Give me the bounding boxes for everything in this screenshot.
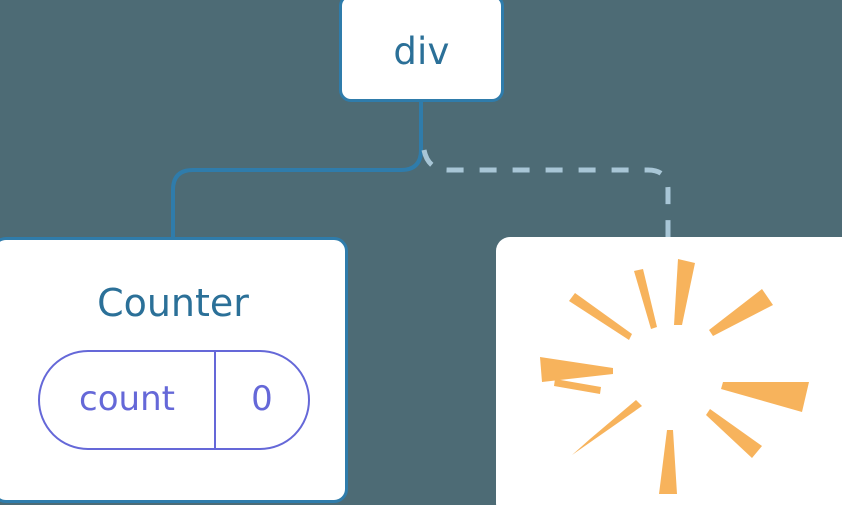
node-spinner[interactable] — [496, 237, 842, 505]
node-counter-label: Counter — [97, 281, 249, 325]
prop-pill-count[interactable]: count 0 — [38, 350, 310, 450]
spinner-ray-1 — [674, 259, 695, 325]
spinner-ray-3 — [709, 289, 773, 336]
spinner-ray-6 — [721, 382, 809, 412]
node-div-label: div — [393, 29, 450, 73]
spinner-ray-4 — [569, 293, 632, 340]
prop-value-label: 0 — [214, 352, 308, 448]
spinner-ray-9 — [659, 430, 677, 494]
node-counter[interactable]: Counter count 0 — [0, 237, 348, 503]
prop-key-label: count — [79, 378, 175, 419]
spinner-burst-icon — [540, 259, 809, 494]
edge-div-to-counter — [171, 99, 423, 241]
spinner-ray-8 — [706, 409, 762, 458]
spinner-ray-7 — [572, 400, 642, 455]
spinner-ray-2 — [634, 269, 657, 329]
spinner-ray-5 — [540, 357, 613, 382]
edge-div-to-spinner — [421, 149, 671, 240]
node-div[interactable]: div — [339, 0, 504, 102]
spinner-ray-10 — [554, 379, 601, 394]
